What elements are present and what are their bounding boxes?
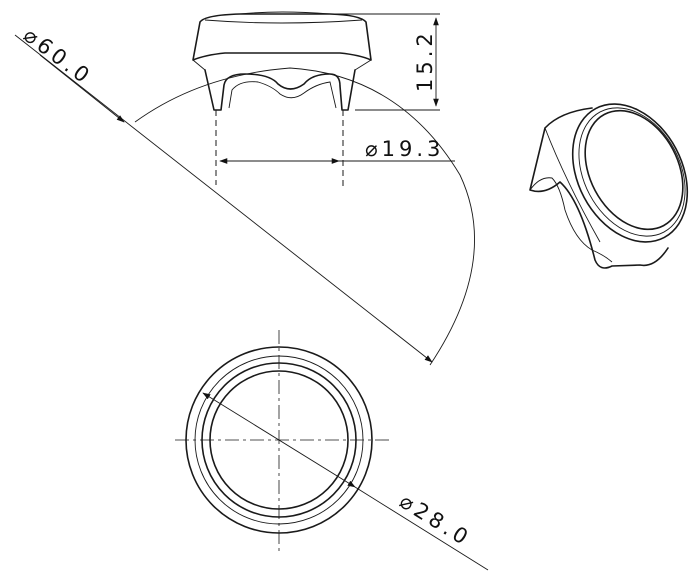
outer-arc-arrow-start <box>39 54 125 123</box>
iso-saddle <box>529 177 613 263</box>
outer-radius-arc <box>134 67 475 366</box>
side-view <box>192 11 372 190</box>
side-view-cap-edge <box>204 19 363 24</box>
inner-diameter-label: ⌀19.3 <box>365 137 444 161</box>
top-view-rim-step <box>194 355 364 525</box>
outer-arc-diameter-value: 60.0 <box>32 33 97 90</box>
face-diameter-line <box>202 392 356 488</box>
side-view-saddle-inner <box>228 81 337 109</box>
iso-body <box>529 107 669 269</box>
iso-body-edge <box>544 127 601 243</box>
height-label: 15.2 <box>413 29 437 92</box>
top-view-outer-rim <box>185 346 373 534</box>
face-diameter-leader <box>354 486 489 571</box>
side-view-waist <box>192 59 372 71</box>
iso-inner-face <box>584 109 684 231</box>
iso-outer-rim <box>571 103 689 243</box>
side-view-cap-ring <box>239 11 331 15</box>
outer-arc-diameter-label: ⌀60.0 <box>19 23 97 90</box>
isometric-view <box>529 103 689 269</box>
dimension-inner-diameter: ⌀19.3 <box>219 137 455 164</box>
dimension-outer-arc: ⌀ 60.0 <box>14 23 433 363</box>
inner-diameter-value: 19.3 <box>382 137 445 161</box>
side-view-base <box>204 69 356 111</box>
outer-arc-leader <box>14 34 433 363</box>
dimension-height: 15.2 <box>330 13 440 111</box>
diameter-symbol: ⌀ <box>365 137 382 161</box>
top-view-face-outer <box>201 362 357 518</box>
face-diameter-value: 28.0 <box>409 498 475 552</box>
iso-face-ring <box>578 107 686 237</box>
